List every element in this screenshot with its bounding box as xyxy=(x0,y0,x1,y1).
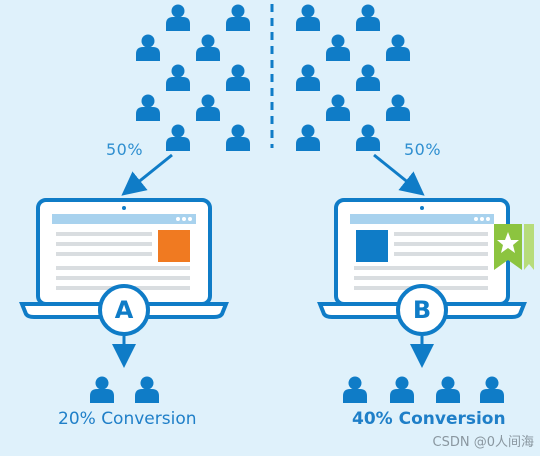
person-icon xyxy=(296,4,320,31)
ribbon-star-icon xyxy=(494,224,534,270)
person-icon xyxy=(356,4,380,31)
variant-b-conversion: 40% Conversion xyxy=(352,409,506,429)
person-icon xyxy=(166,4,190,31)
person-icon xyxy=(356,124,380,151)
person-icon xyxy=(136,34,160,61)
person-icon xyxy=(326,94,350,121)
person-icon xyxy=(386,34,410,61)
person-icon xyxy=(480,376,504,403)
star-icon xyxy=(497,232,519,253)
person-icon xyxy=(166,64,190,91)
person-icon xyxy=(226,124,250,151)
blue-content-block xyxy=(356,230,388,262)
person-icon xyxy=(386,94,410,121)
variant-a-badge: A xyxy=(98,284,150,336)
arrow-to-variant-a xyxy=(121,153,173,196)
left-crowd xyxy=(136,4,250,151)
person-icon xyxy=(296,124,320,151)
variant-a-conversion: 20% Conversion xyxy=(58,409,197,429)
person-icon xyxy=(196,94,220,121)
split-label-left: 50% xyxy=(106,140,144,159)
person-icon xyxy=(326,34,350,61)
person-icon xyxy=(136,94,160,121)
orange-content-block xyxy=(158,230,190,262)
person-icon xyxy=(166,124,190,151)
person-icon xyxy=(343,376,367,403)
split-label-right: 50% xyxy=(404,140,442,159)
arrow-to-variant-b xyxy=(373,153,425,196)
person-icon xyxy=(135,376,159,403)
person-icon xyxy=(356,64,380,91)
person-icon xyxy=(226,4,250,31)
watermark: CSDN @0人间海 xyxy=(432,435,534,450)
variant-b-badge: B xyxy=(396,284,448,336)
person-icon xyxy=(196,34,220,61)
person-icon xyxy=(436,376,460,403)
person-icon xyxy=(90,376,114,403)
converted-users-a xyxy=(90,376,159,403)
person-icon xyxy=(390,376,414,403)
right-crowd xyxy=(296,4,410,151)
person-icon xyxy=(226,64,250,91)
converted-users-b xyxy=(343,376,504,403)
person-icon xyxy=(296,64,320,91)
